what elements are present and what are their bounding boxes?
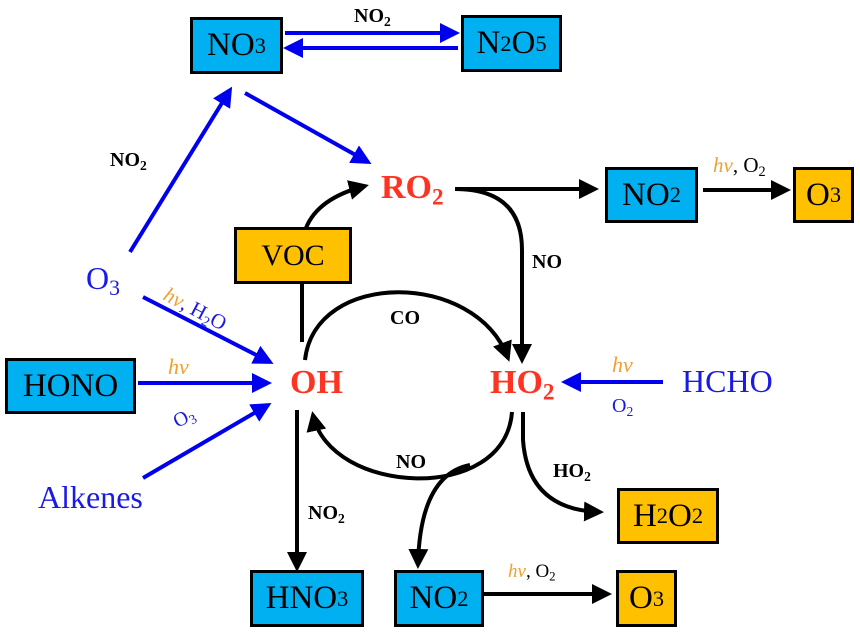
o3-source: O3 <box>86 260 120 299</box>
label-hcho-o2: O2 <box>612 395 634 419</box>
hono-box: HONO <box>5 358 136 414</box>
arrow-ro2-to-ho2 <box>454 187 532 364</box>
hcho-source: HCHO <box>682 365 773 397</box>
voc-text: VOC <box>261 238 325 272</box>
arrow-ho2-to-oh-no <box>306 411 514 481</box>
h2o2-text-h: H <box>632 497 657 534</box>
label-ro2-to-ho2: NO <box>532 252 562 272</box>
label-ho2-to-oh: NO <box>396 452 426 472</box>
oh-radical: OH <box>290 366 343 400</box>
arrow-no3-to-ro2 <box>244 91 372 164</box>
no2-bottom-text: NO <box>409 580 458 616</box>
label-oh-to-ho2: CO <box>390 308 420 328</box>
photolysis-hv: hν <box>612 352 633 377</box>
label-hcho-o2-text: O <box>612 395 627 417</box>
o3-source-sub: 3 <box>109 276 120 301</box>
label-hcho-o2-sub: 2 <box>626 403 634 419</box>
label-no2-bottom-to-o3-sub: 2 <box>549 568 556 584</box>
no3-text: NO <box>207 27 255 63</box>
voc-box: VOC <box>234 227 352 284</box>
label-hcho-hv: hν <box>612 354 633 376</box>
o3-source-text: O <box>86 260 110 296</box>
n2o5-text-o: O <box>511 25 536 61</box>
label-no3-n2o5: NO2 <box>354 5 391 29</box>
label-oh-to-ho2-text: CO <box>390 307 420 329</box>
ro2-text: RO <box>381 169 432 206</box>
arrow-ho2-to-h2o2 <box>521 412 604 522</box>
label-ho2-to-h2o2-sub: 2 <box>584 468 591 484</box>
arrow-alkenes-to-oh <box>141 402 272 480</box>
ro2-sub: 2 <box>432 184 444 211</box>
photolysis-hv: hν <box>713 153 733 177</box>
label-o3-to-no3-text: NO <box>110 149 140 171</box>
arrow-o3-to-no3 <box>128 86 233 254</box>
label-oh-to-hno3-text: NO <box>308 502 338 524</box>
label-no3-n2o5-sub: 2 <box>384 13 391 29</box>
ho2-radical: HO2 <box>490 364 554 405</box>
o3-bottom-text: O <box>628 580 653 616</box>
photolysis-hv: hν <box>168 354 189 379</box>
hcho-text: HCHO <box>682 363 773 399</box>
arrow-o3-to-oh <box>142 295 274 364</box>
alkenes-source: Alkenes <box>38 481 143 513</box>
label-oh-to-hno3: NO2 <box>308 502 345 526</box>
label-no3-n2o5-text: NO <box>354 5 384 27</box>
label-no2-top-to-o3: hν, O2 <box>713 153 766 180</box>
ho2-sub: 2 <box>542 379 555 406</box>
label-no2-bottom-to-o3: hν, O2 <box>508 561 556 584</box>
no2-top-text: NO <box>622 176 670 213</box>
arrow-oh-to-ho2-co <box>303 290 512 362</box>
alkenes-text: Alkenes <box>38 479 143 515</box>
label-no2-bottom-to-o3-text: , O <box>525 561 550 582</box>
label-oh-to-hno3-sub: 2 <box>338 510 345 526</box>
hno3-text: HNO <box>265 580 338 616</box>
label-ho2-to-h2o2-text: HO <box>553 460 585 482</box>
label-ho2-to-h2o2: HO2 <box>553 460 591 484</box>
arrow-no-to-no2-bottom <box>408 463 471 569</box>
arrow-voc-to-ro2 <box>304 180 369 229</box>
label-o3-to-no3: NO2 <box>110 149 147 173</box>
oh-text: OH <box>290 364 343 401</box>
label-hono-to-oh: hν <box>168 356 189 378</box>
n2o5-text-n: N <box>476 25 501 61</box>
ro2-radical: RO2 <box>381 169 444 210</box>
label-no2-top-to-o3-text: , O <box>732 153 759 177</box>
o3-top-text: O <box>805 176 830 213</box>
label-ho2-to-oh-text: NO <box>396 451 426 473</box>
label-ro2-to-ho2-text: NO <box>532 251 562 273</box>
photolysis-hv: hν <box>508 561 526 582</box>
label-o3-to-no3-sub: 2 <box>140 157 147 173</box>
h2o2-text-o: O <box>668 497 692 534</box>
label-no2-top-to-o3-sub: 2 <box>758 163 766 180</box>
ho2-text: HO <box>490 364 543 401</box>
hono-text: HONO <box>22 367 119 404</box>
